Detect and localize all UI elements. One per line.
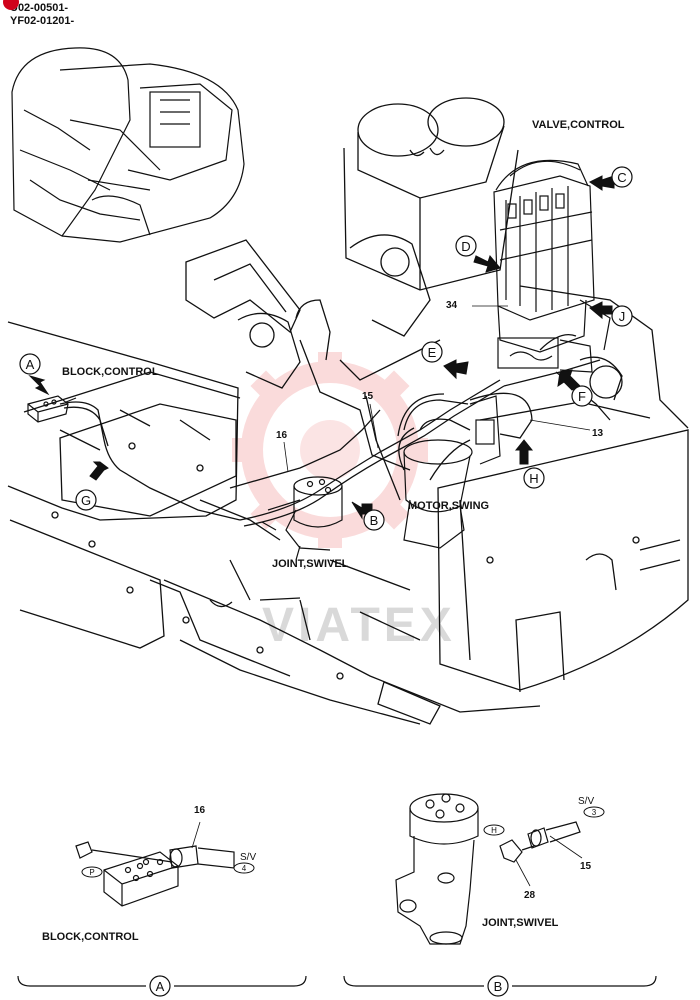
- part-number-34: 34: [446, 300, 458, 311]
- serial-number-1: U02-00501-: [3, 0, 68, 14]
- callout-e-circle: [421, 341, 443, 363]
- arrow-h-icon: [514, 439, 534, 465]
- callout-c-circle: [611, 166, 633, 188]
- machine-overview: [11, 47, 245, 243]
- callout-e-letter: E: [428, 345, 437, 360]
- callout-arrows: [28, 175, 615, 520]
- control-valve: [493, 159, 611, 373]
- callout-a-circle: [19, 353, 41, 375]
- detail-a-part-16: 16: [194, 805, 206, 816]
- callout-f-letter: F: [578, 389, 586, 404]
- tag-port-3: 3: [592, 808, 597, 817]
- red-badge-icon: [3, 0, 19, 10]
- tag-port-p: P: [89, 868, 94, 877]
- part-number-13: 13: [592, 428, 604, 439]
- arrow-a-icon: [28, 374, 50, 396]
- callout-d-letter: D: [461, 239, 470, 254]
- part-number-15: 15: [362, 391, 374, 402]
- detail-a-tags: S/V 4 P: [81, 852, 256, 878]
- callout-g-letter: G: [81, 493, 91, 508]
- section-markers: [17, 975, 657, 997]
- section-a-label: A: [156, 979, 165, 994]
- arrow-d-icon: [473, 254, 501, 273]
- swing-motor: [403, 395, 501, 549]
- arrow-g-icon: [89, 461, 109, 481]
- callout-h-circle: [523, 467, 545, 489]
- section-b-label: B: [494, 979, 503, 994]
- label-joint-swivel: JOINT,SWIVEL: [272, 558, 349, 570]
- callout-circles: [19, 166, 633, 531]
- main-frame: [7, 97, 689, 725]
- arrow-j-icon: [589, 301, 613, 320]
- arrow-c-icon: [589, 175, 615, 191]
- arrow-e-icon: [443, 359, 469, 380]
- watermark: VIATEX: [262, 599, 456, 652]
- part-number-16: 16: [276, 430, 288, 441]
- callout-j-circle: [611, 305, 633, 327]
- label-motor-swing: MOTOR,SWING: [408, 500, 490, 512]
- swivel-joint: [261, 476, 343, 561]
- tag-port-4: 4: [242, 864, 247, 873]
- label-valve-control: VALVE,CONTROL: [532, 119, 625, 131]
- callout-h-letter: H: [529, 471, 538, 486]
- detail-b-part-15: 15: [580, 861, 592, 872]
- serial-number-2: YF02-01201-: [10, 15, 75, 27]
- detail-b-tags: S/V 3 H: [483, 796, 605, 836]
- callout-b-circle: [363, 509, 385, 531]
- tag-port-h: H: [491, 826, 497, 835]
- control-block: [27, 395, 77, 423]
- callout-f-circle: [571, 385, 593, 407]
- callout-a-letter: A: [26, 357, 35, 372]
- label-block-control: BLOCK,CONTROL: [62, 366, 159, 378]
- tag-sv-b: S/V: [578, 796, 594, 807]
- detail-b-drawing: [395, 793, 581, 945]
- detail-b-title: JOINT,SWIVEL: [482, 917, 559, 929]
- tag-sv: S/V: [240, 852, 256, 863]
- detail-a-drawing: [75, 841, 235, 907]
- callout-c-letter: C: [617, 170, 626, 185]
- callout-d-circle: [455, 235, 477, 257]
- detail-b-part-28: 28: [524, 890, 536, 901]
- callout-letters: A C D E F G H J B: [26, 170, 627, 528]
- callout-j-letter: J: [619, 309, 626, 324]
- detail-a-title: BLOCK,CONTROL: [42, 931, 139, 943]
- callout-b-letter: B: [370, 513, 379, 528]
- callout-g-circle: [75, 489, 97, 511]
